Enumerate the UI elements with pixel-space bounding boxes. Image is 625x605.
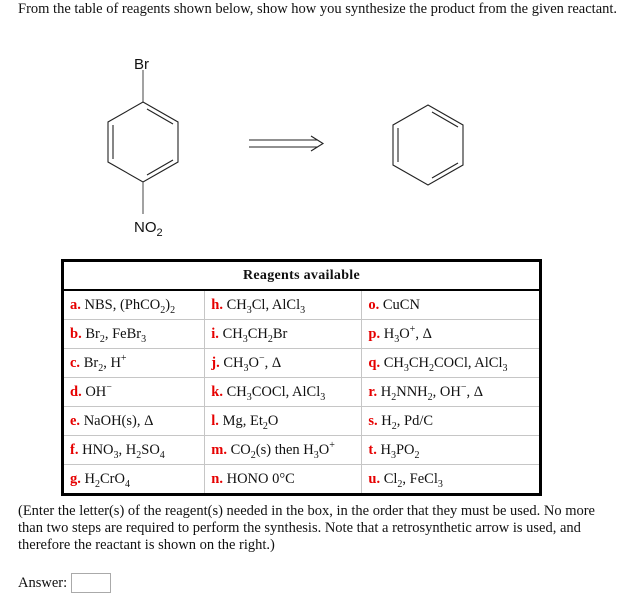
reagent-formula: H2NNH2, OH−, Δ (380, 381, 484, 403)
reagent-formula: H2, Pd/C (381, 412, 434, 432)
reagent-formula: Br2, FeBr3 (85, 325, 147, 345)
reagent-formula: Br2, H+ (83, 352, 127, 374)
reagent-letter: q. (368, 354, 384, 371)
reagent-cell: q. CH3CH2COCl, AlCl3 (361, 348, 541, 378)
reagent-letter: a. (70, 296, 85, 313)
reagent-cell: o. CuCN (361, 289, 541, 320)
reagent-formula: OH− (85, 381, 112, 400)
reagent-cell: c. Br2, H+ (62, 348, 206, 378)
reagent-letter: e. (70, 412, 84, 429)
reagent-cell: r. H2NNH2, OH−, Δ (361, 377, 541, 407)
reagent-formula: H3O+, Δ (383, 323, 432, 345)
retrosynthetic-arrow-icon (249, 135, 325, 152)
reagent-formula: NBS, (PhCO2)2 (84, 296, 176, 316)
reagent-cell: k. CH3COCl, AlCl3 (204, 377, 363, 407)
reactant-benzene (392, 104, 464, 186)
answer-row: Answer: (18, 573, 112, 593)
reagent-formula: CH3Cl, AlCl3 (226, 296, 306, 316)
reagent-formula: H3PO2 (380, 441, 420, 461)
nitro-label: NO2 (134, 219, 163, 239)
reagent-cell: p. H3O+, Δ (361, 319, 541, 349)
reagent-cell: f. HNO3, H2SO4 (62, 435, 206, 465)
reagent-letter: u. (368, 470, 384, 487)
reagent-formula: H2CrO4 (84, 470, 130, 490)
reagent-cell: u. Cl2, FeCl3 (361, 464, 541, 495)
reagent-cell: b. Br2, FeBr3 (62, 319, 206, 349)
reagent-letter: t. (368, 441, 381, 458)
reagent-letter: m. (211, 441, 231, 458)
reagent-cell: h. CH3Cl, AlCl3 (204, 289, 363, 320)
reagent-letter: j. (211, 354, 224, 371)
reagent-letter: h. (211, 296, 227, 313)
reagent-cell: s. H2, Pd/C (361, 406, 541, 436)
reagent-letter: s. (368, 412, 382, 429)
answer-label: Answer: (18, 574, 68, 591)
reagent-letter: g. (70, 470, 85, 487)
reagent-formula: CH3O−, Δ (223, 352, 282, 374)
reagent-cell: a. NBS, (PhCO2)2 (62, 289, 206, 320)
instructions-note: (Enter the letter(s) of the reagent(s) n… (18, 503, 595, 553)
reagent-cell: m. CO2(s) then H3O+ (204, 435, 363, 465)
reagent-formula: Cl2, FeCl3 (383, 470, 443, 490)
reagent-letter: i. (211, 325, 223, 342)
reagent-cell: t. H3PO2 (361, 435, 541, 465)
reagent-cell: n. HONO 0°C (204, 464, 363, 495)
reagent-letter: b. (70, 325, 86, 342)
reagent-formula: NaOH(s), Δ (83, 412, 154, 429)
reagent-cell: i. CH3CH2Br (204, 319, 363, 349)
reagent-cell: g. H2CrO4 (62, 464, 206, 495)
reagent-letter: o. (368, 296, 383, 313)
reagent-cell: l. Mg, Et2O (204, 406, 363, 436)
answer-input[interactable] (71, 573, 112, 593)
reagent-letter: d. (70, 383, 86, 400)
product-structure (107, 70, 179, 214)
reagent-cell: d. OH− (62, 377, 206, 407)
reagent-cell: e. NaOH(s), Δ (62, 406, 206, 436)
reagent-formula: CO2(s) then H3O+ (230, 439, 335, 461)
reagent-letter: k. (211, 383, 227, 400)
reagent-formula: CH3CH2COCl, AlCl3 (383, 354, 508, 374)
reagent-letter: c. (70, 354, 84, 371)
reagent-letter: r. (368, 383, 381, 400)
reagent-cell: j. CH3O−, Δ (204, 348, 363, 378)
reagent-formula: CH3COCl, AlCl3 (226, 383, 326, 403)
reagent-letter: l. (211, 412, 223, 429)
reagent-letter: p. (368, 325, 384, 342)
reagent-letter: n. (211, 470, 227, 487)
table-header: Reagents available (62, 260, 541, 291)
reagent-formula: HONO 0°C (226, 470, 295, 487)
reagent-formula: HNO3, H2SO4 (82, 441, 165, 461)
reaction-scheme: Br NO2 (107, 56, 464, 239)
question-prompt: From the table of reagents shown below, … (18, 1, 618, 17)
reagent-formula: Mg, Et2O (222, 412, 279, 432)
reagent-formula: CuCN (382, 296, 420, 313)
reagent-letter: f. (70, 441, 83, 458)
reagent-formula: CH3CH2Br (222, 325, 288, 345)
bromo-label: Br (134, 56, 149, 73)
